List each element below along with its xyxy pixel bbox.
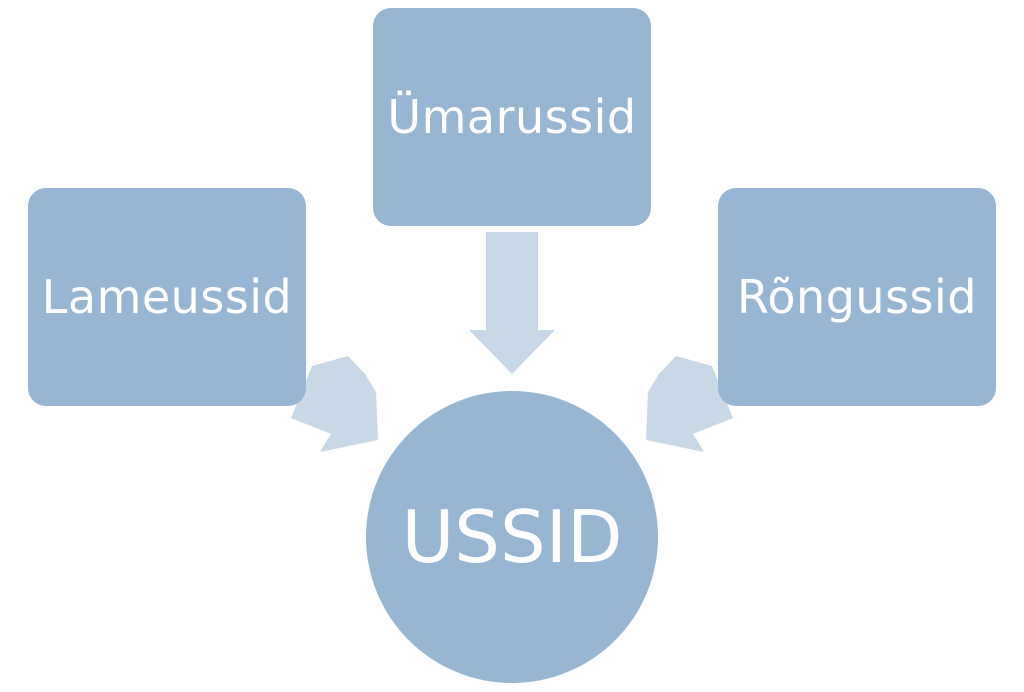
- node-box-left: Lameussid: [28, 188, 306, 406]
- arrow-top-to-center: [469, 232, 555, 374]
- node-label-top: Ümarussid: [387, 90, 637, 144]
- node-label-right: Rõngussid: [737, 270, 977, 324]
- arrow-right-to-center: [646, 356, 733, 452]
- node-label-left: Lameussid: [41, 270, 293, 324]
- node-box-right: Rõngussid: [718, 188, 996, 406]
- node-box-top: Ümarussid: [373, 8, 651, 226]
- arrow-left-to-center: [291, 356, 378, 452]
- center-label: USSID: [401, 495, 623, 579]
- center-circle: USSID: [366, 391, 658, 683]
